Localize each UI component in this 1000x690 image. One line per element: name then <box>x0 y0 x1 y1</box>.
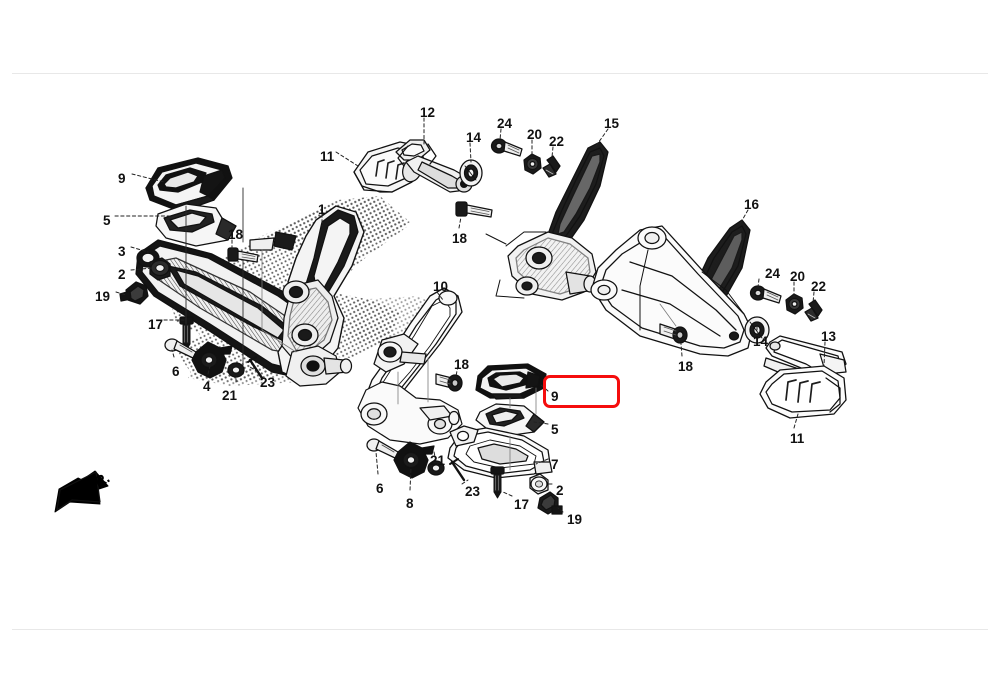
callout-number-5[interactable]: 5 <box>551 422 559 437</box>
callout-number-10[interactable]: 10 <box>433 279 449 294</box>
part-10-step-holder-bracket <box>357 287 463 445</box>
callout-number-19[interactable]: 19 <box>95 289 111 304</box>
highlighted-part-callout-box[interactable] <box>543 375 620 408</box>
callout-number-21[interactable]: 21 <box>222 388 238 403</box>
callout-number-8[interactable]: 8 <box>406 496 414 511</box>
callout-number-9[interactable]: 9 <box>118 171 126 186</box>
part-9-left-step-plate <box>145 157 233 211</box>
callout-number-13[interactable]: 13 <box>821 329 837 344</box>
callout-number-14[interactable]: 14 <box>753 334 769 349</box>
part-3-left-step-bar <box>135 239 331 379</box>
callout-number-12[interactable]: 12 <box>420 105 436 120</box>
part-4-left-pedal-arm <box>191 341 233 379</box>
callout-number-16[interactable]: 16 <box>744 197 760 212</box>
callout-number-23[interactable]: 23 <box>465 484 481 499</box>
part-19-left-pin <box>119 281 149 305</box>
front-direction-arrow <box>54 470 109 513</box>
part-15-pillion-step-holder <box>485 141 609 301</box>
part-5-center-step-clip <box>475 403 545 437</box>
callout-number-11[interactable]: 11 <box>790 431 805 446</box>
part-6-center-bolt <box>366 438 399 459</box>
part-7-center-step-bar <box>447 387 553 479</box>
callout-number-3[interactable]: 3 <box>118 244 126 259</box>
callout-number-17[interactable]: 17 <box>148 317 164 332</box>
callout-number-6[interactable]: 6 <box>172 364 180 379</box>
callout-number-24[interactable]: 24 <box>497 116 513 131</box>
callout-number-20[interactable]: 20 <box>790 269 806 284</box>
callout-number-18[interactable]: 18 <box>452 231 468 246</box>
top-divider-rule <box>12 73 988 74</box>
part-18-top-bolt <box>455 201 493 218</box>
callout-number-5[interactable]: 5 <box>103 213 111 228</box>
part-6-left-bolt <box>164 338 197 359</box>
callout-number-11[interactable]: 11 <box>320 149 335 164</box>
callout-number-19[interactable]: 19 <box>567 512 583 527</box>
part-24-right-flange-bolt <box>749 285 782 304</box>
part-9-center-step-plate <box>475 363 547 400</box>
part-12-gear-change-pedal <box>395 139 473 193</box>
part-5-left-step-clip <box>155 203 237 247</box>
callout-number-17[interactable]: 17 <box>514 497 530 512</box>
part-23-center-cotter-pin <box>449 458 466 482</box>
part-22-right-pin <box>804 299 823 322</box>
part-24-top-flange-bolt <box>490 138 523 157</box>
part-14-top-washer <box>459 159 483 187</box>
callout-number-9[interactable]: 9 <box>551 389 559 404</box>
bottom-divider-rule <box>12 629 988 630</box>
callout-number-1[interactable]: 1 <box>318 202 326 217</box>
part-19-center-pin <box>537 491 563 515</box>
callout-number-15[interactable]: 15 <box>604 116 620 131</box>
callout-number-23[interactable]: 23 <box>260 375 276 390</box>
part-20-top-nut <box>523 153 542 175</box>
callout-number-18[interactable]: 18 <box>454 357 470 372</box>
part-11-right-footpeg-rubber <box>759 365 847 419</box>
part-1-main-step-holder <box>249 205 365 387</box>
callout-number-2[interactable]: 2 <box>118 267 126 282</box>
callout-number-18[interactable]: 18 <box>678 359 694 374</box>
callout-number-21[interactable]: 21 <box>430 453 446 468</box>
callout-number-20[interactable]: 20 <box>527 127 543 142</box>
part-22-top-pin <box>542 155 561 178</box>
part-2-left-collar <box>149 257 171 281</box>
part-18-center-bolt <box>435 373 463 392</box>
part-21-center-washer <box>427 460 445 476</box>
callout-number-6[interactable]: 6 <box>376 481 384 496</box>
callout-number-24[interactable]: 24 <box>765 266 781 281</box>
callout-number-7[interactable]: 7 <box>551 457 559 472</box>
part-8-center-pedal-arm <box>393 441 435 479</box>
part-18-rightmid-bolt <box>659 323 688 344</box>
part-23-left-cotter-pin <box>247 356 264 380</box>
callout-number-14[interactable]: 14 <box>466 130 482 145</box>
callout-number-22[interactable]: 22 <box>811 279 827 294</box>
part-2-center-collar <box>529 473 549 495</box>
part-20-right-nut <box>785 293 804 315</box>
part-21-left-washer <box>227 362 245 378</box>
part-16-pillion-step-holder-right <box>590 219 753 357</box>
callout-number-18[interactable]: 18 <box>228 227 244 242</box>
part-18-upperleft-bolt <box>227 247 259 263</box>
callout-number-22[interactable]: 22 <box>549 134 565 149</box>
callout-number-4[interactable]: 4 <box>203 379 211 394</box>
callout-number-2[interactable]: 2 <box>556 483 564 498</box>
part-17-center-bolt <box>490 466 505 499</box>
